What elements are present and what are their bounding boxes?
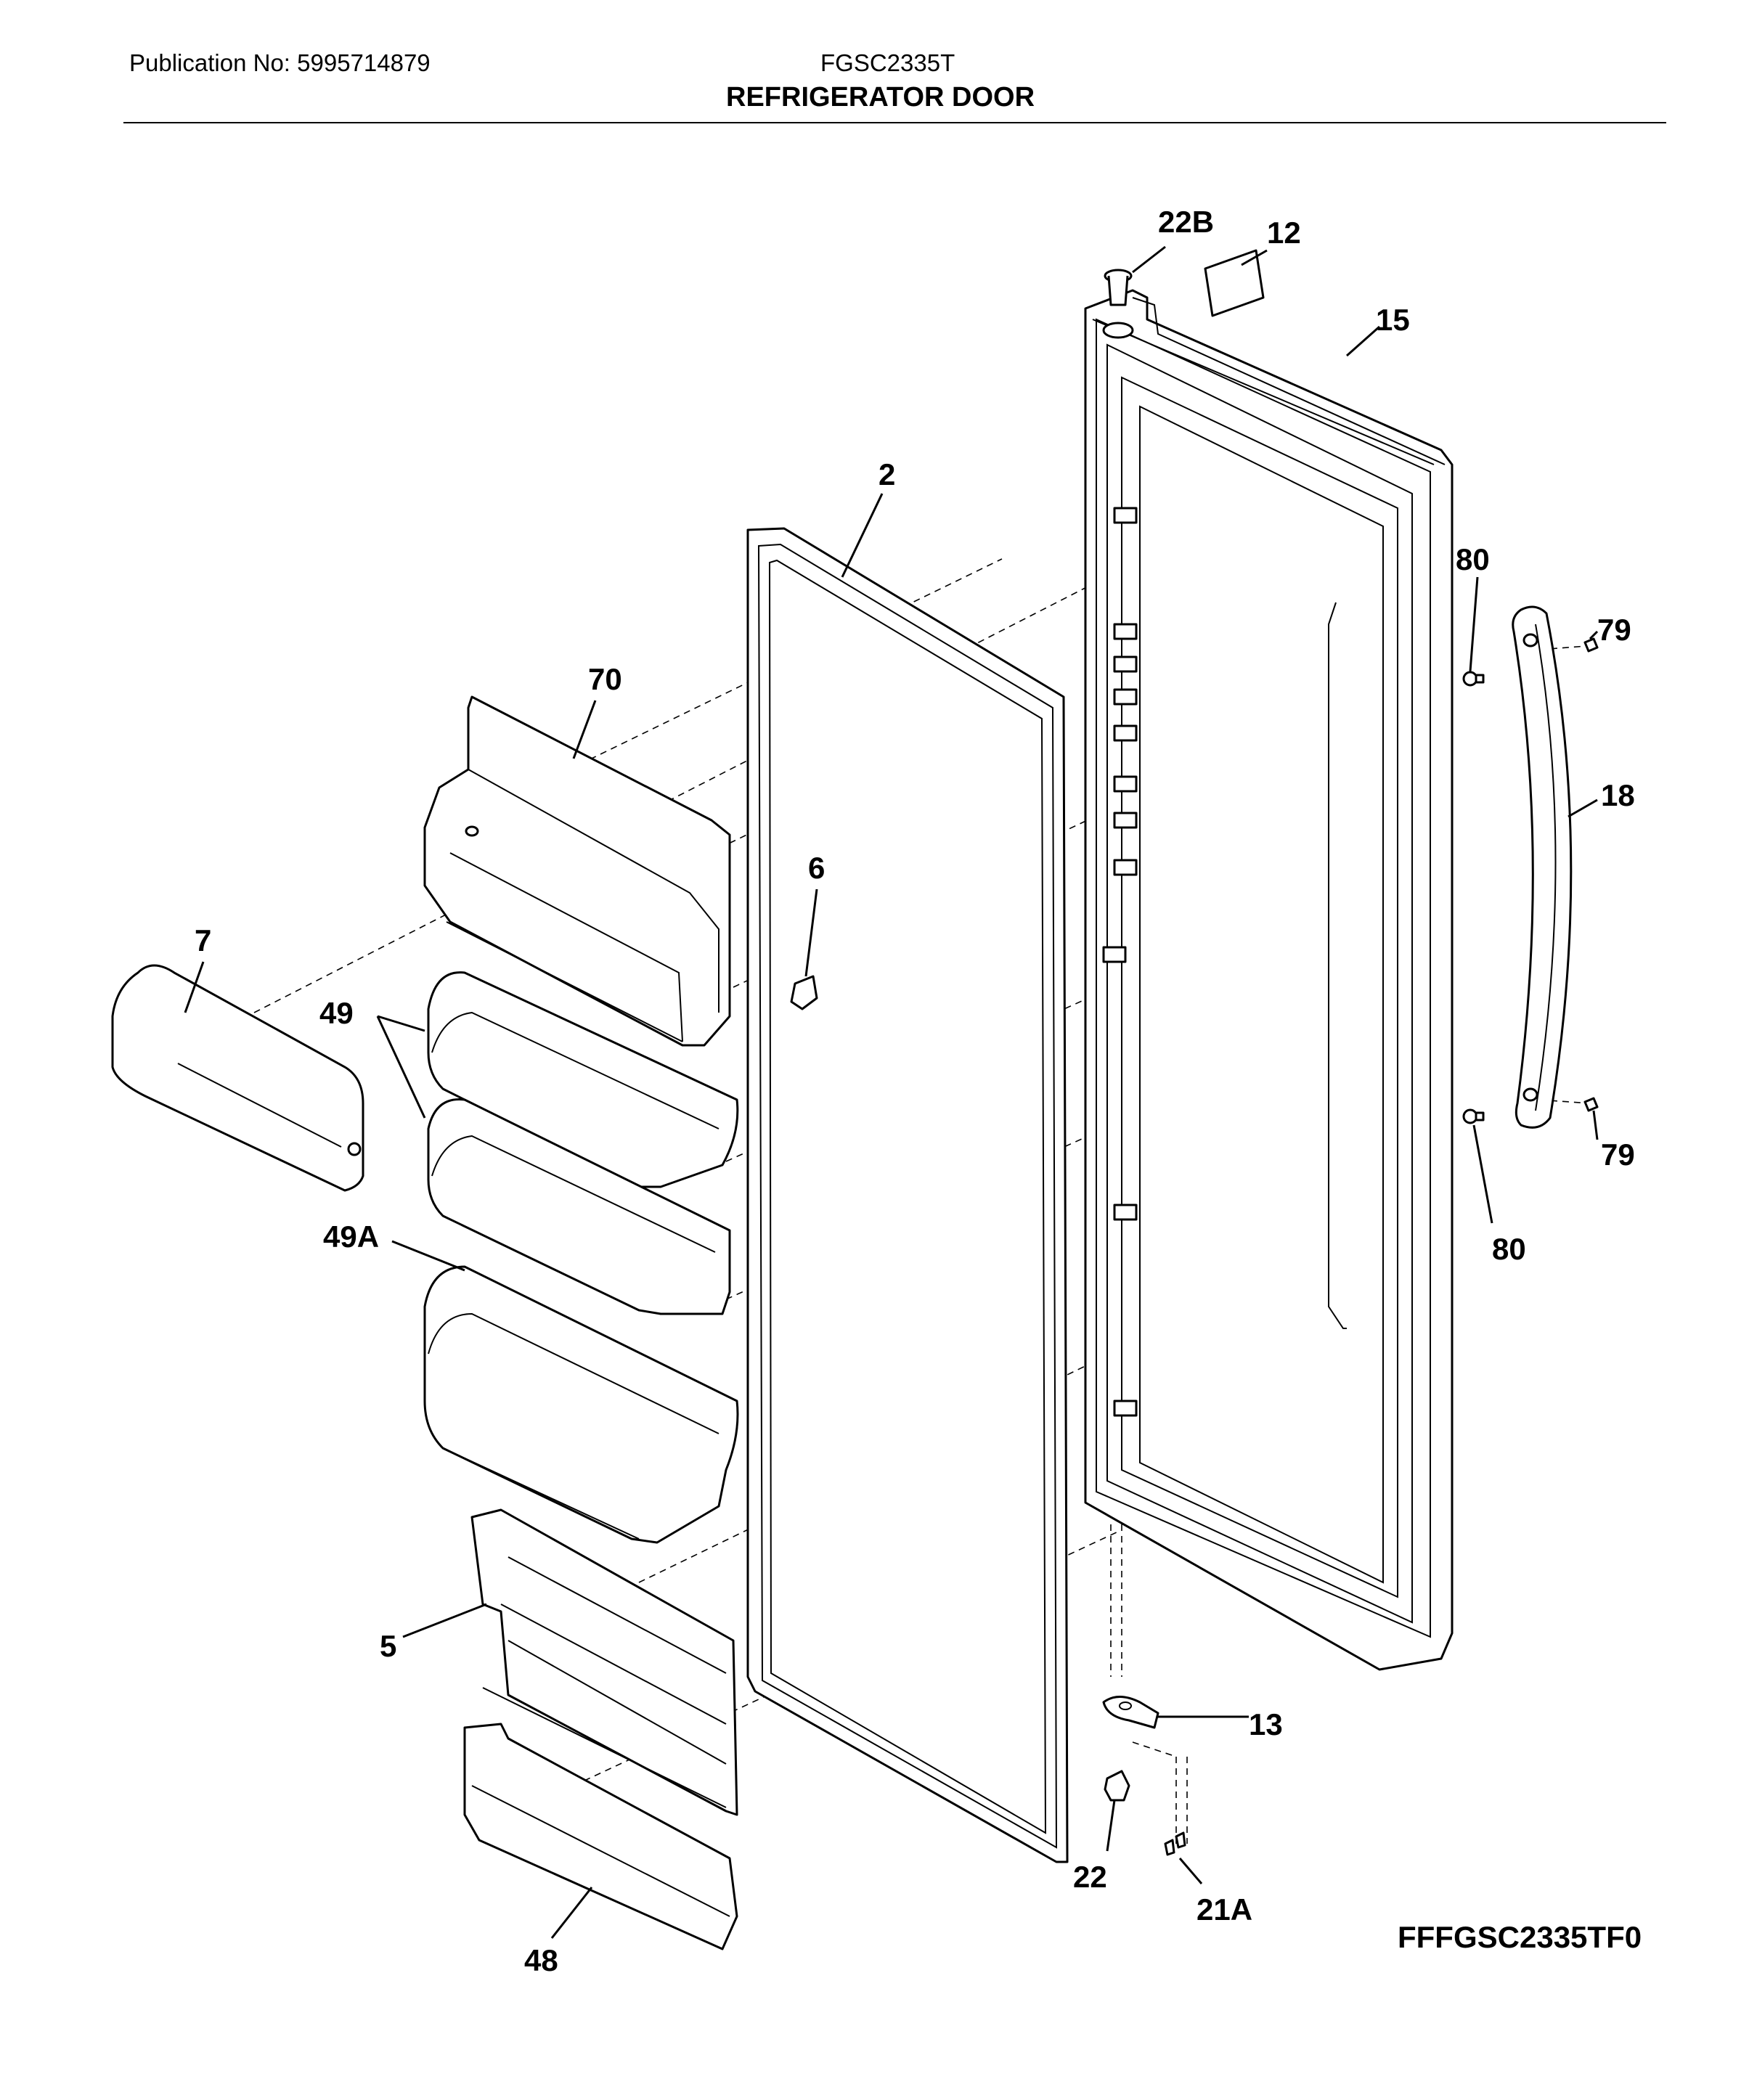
page-title: REFRIGERATOR DOOR <box>726 82 1035 113</box>
callout-6: 6 <box>808 851 825 885</box>
diagram-code: FFFGSC2335TF0 <box>1398 1920 1642 1954</box>
callout-labels: 22B 12 15 2 80 79 70 18 6 7 49 79 49A 80… <box>195 205 1635 1977</box>
bottom-door-bin <box>463 1723 738 1950</box>
callout-48: 48 <box>524 1943 558 1977</box>
hinge-screws <box>1164 1831 1186 1856</box>
door-bin-lower <box>427 1098 731 1315</box>
door-stop <box>790 975 818 1010</box>
callout-13: 13 <box>1249 1707 1283 1741</box>
callout-80-upper: 80 <box>1456 542 1490 576</box>
callout-2: 2 <box>878 457 895 491</box>
door-bin-upper <box>427 971 739 1188</box>
door-gasket <box>746 527 1069 1863</box>
callout-70: 70 <box>588 662 622 696</box>
model-number: FGSC2335T <box>820 49 955 76</box>
top-hinge-pin <box>1102 269 1134 339</box>
callout-7: 7 <box>195 923 211 957</box>
leader-lines <box>184 245 1599 1939</box>
handle-stud-upper <box>1462 671 1485 687</box>
publication-number: Publication No: 5995714879 <box>129 49 431 76</box>
large-door-bin <box>423 1265 739 1544</box>
bottom-hinge-pin <box>1104 1770 1130 1802</box>
label-plate <box>1204 249 1265 317</box>
callout-22b: 22B <box>1158 205 1214 239</box>
callout-79-lower: 79 <box>1601 1137 1635 1172</box>
can-rack <box>470 1508 738 1816</box>
callout-18: 18 <box>1601 778 1635 812</box>
header-divider <box>123 122 1666 123</box>
callout-79-upper: 79 <box>1597 613 1631 647</box>
bottom-hinge <box>1102 1696 1159 1729</box>
callout-5: 5 <box>380 1629 396 1663</box>
handle-screw-upper <box>1583 637 1599 653</box>
callout-15: 15 <box>1376 303 1410 337</box>
handle-screw-lower <box>1583 1097 1599 1112</box>
dairy-door <box>111 964 364 1192</box>
door-handle <box>1512 605 1573 1129</box>
callout-22: 22 <box>1073 1860 1107 1894</box>
callout-21a: 21A <box>1197 1892 1252 1927</box>
callout-49a: 49A <box>323 1219 379 1254</box>
dairy-compartment <box>423 695 731 1047</box>
handle-stud-lower <box>1462 1108 1485 1124</box>
callout-80-lower: 80 <box>1492 1232 1526 1266</box>
door-panel <box>1084 289 1454 1671</box>
callout-12: 12 <box>1267 216 1301 250</box>
callout-49: 49 <box>319 996 354 1030</box>
